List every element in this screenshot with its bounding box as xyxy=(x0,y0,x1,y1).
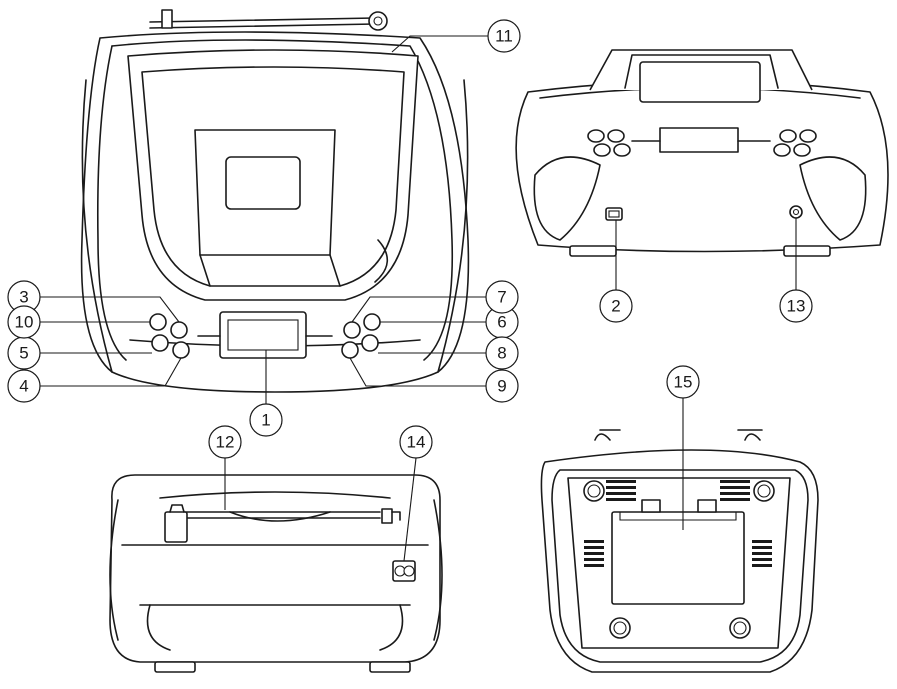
callout-13-label: 13 xyxy=(787,297,806,316)
front-button-4 xyxy=(172,341,190,359)
front-button-6 xyxy=(363,313,381,331)
callout-11: 11 xyxy=(487,19,521,53)
callout-15-label: 15 xyxy=(674,373,693,392)
rear-view xyxy=(515,49,889,257)
callout-9-label: 9 xyxy=(497,377,506,396)
callout-2: 2 xyxy=(599,289,633,323)
bottom-view xyxy=(540,429,819,673)
callout-12-label: 12 xyxy=(216,433,235,452)
front-button-8 xyxy=(361,334,379,352)
top-view xyxy=(109,474,443,673)
callout-2-label: 2 xyxy=(611,297,620,316)
antenna xyxy=(149,9,388,31)
callout-14-label: 14 xyxy=(407,433,426,452)
callout-1: 1 xyxy=(249,403,283,437)
usb-port xyxy=(605,207,623,221)
callout-3-label: 3 xyxy=(19,288,28,307)
front-button-10 xyxy=(149,313,167,331)
callout-4: 4 xyxy=(7,369,41,403)
callout-7-label: 7 xyxy=(497,288,506,307)
callout-12: 12 xyxy=(208,425,242,459)
callout-11-label: 11 xyxy=(495,27,513,46)
front-button-9 xyxy=(341,341,359,359)
callout-8: 8 xyxy=(485,336,519,370)
callout-5: 5 xyxy=(7,336,41,370)
top-body xyxy=(109,474,441,663)
callout-15: 15 xyxy=(666,365,700,399)
callout-5-label: 5 xyxy=(19,344,28,363)
battery-compartment xyxy=(611,511,745,605)
front-button-3 xyxy=(170,321,188,339)
headphone-jack xyxy=(789,205,803,219)
callout-13: 13 xyxy=(779,289,813,323)
callout-8-label: 8 xyxy=(497,344,506,363)
callout-4-label: 4 xyxy=(19,377,28,396)
callout-1-label: 1 xyxy=(261,411,270,430)
front-button-5 xyxy=(151,334,169,352)
callout-14: 14 xyxy=(399,425,433,459)
callout-10-label: 10 xyxy=(15,313,34,332)
callout-10: 10 xyxy=(7,305,41,339)
callout-7: 7 xyxy=(485,280,519,314)
front-view xyxy=(80,9,470,393)
front-button-7 xyxy=(343,321,361,339)
callout-9: 9 xyxy=(485,369,519,403)
lcd-display xyxy=(219,311,307,359)
callout-6-label: 6 xyxy=(497,313,506,332)
